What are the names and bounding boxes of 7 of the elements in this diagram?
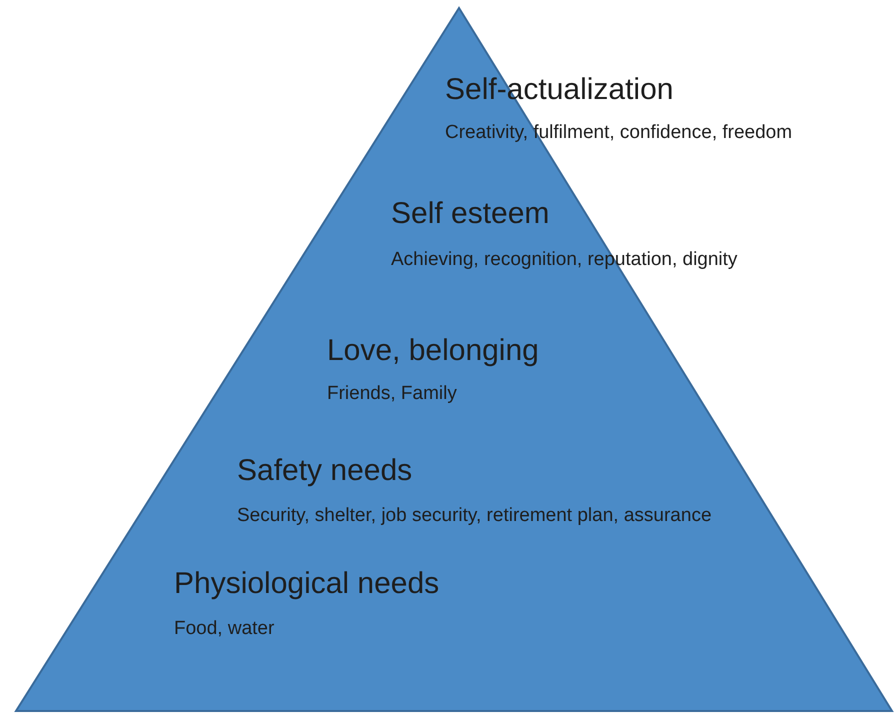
level-heading: Love, belonging (327, 333, 539, 369)
level-description: Security, shelter, job security, retirement plan, assurance (237, 505, 712, 528)
level-heading: Self esteem (391, 196, 550, 232)
level-heading: Safety needs (237, 453, 412, 489)
level-heading: Physiological needs (174, 566, 440, 602)
level-description: Friends, Family (327, 383, 457, 406)
level-description: Food, water (174, 618, 274, 641)
